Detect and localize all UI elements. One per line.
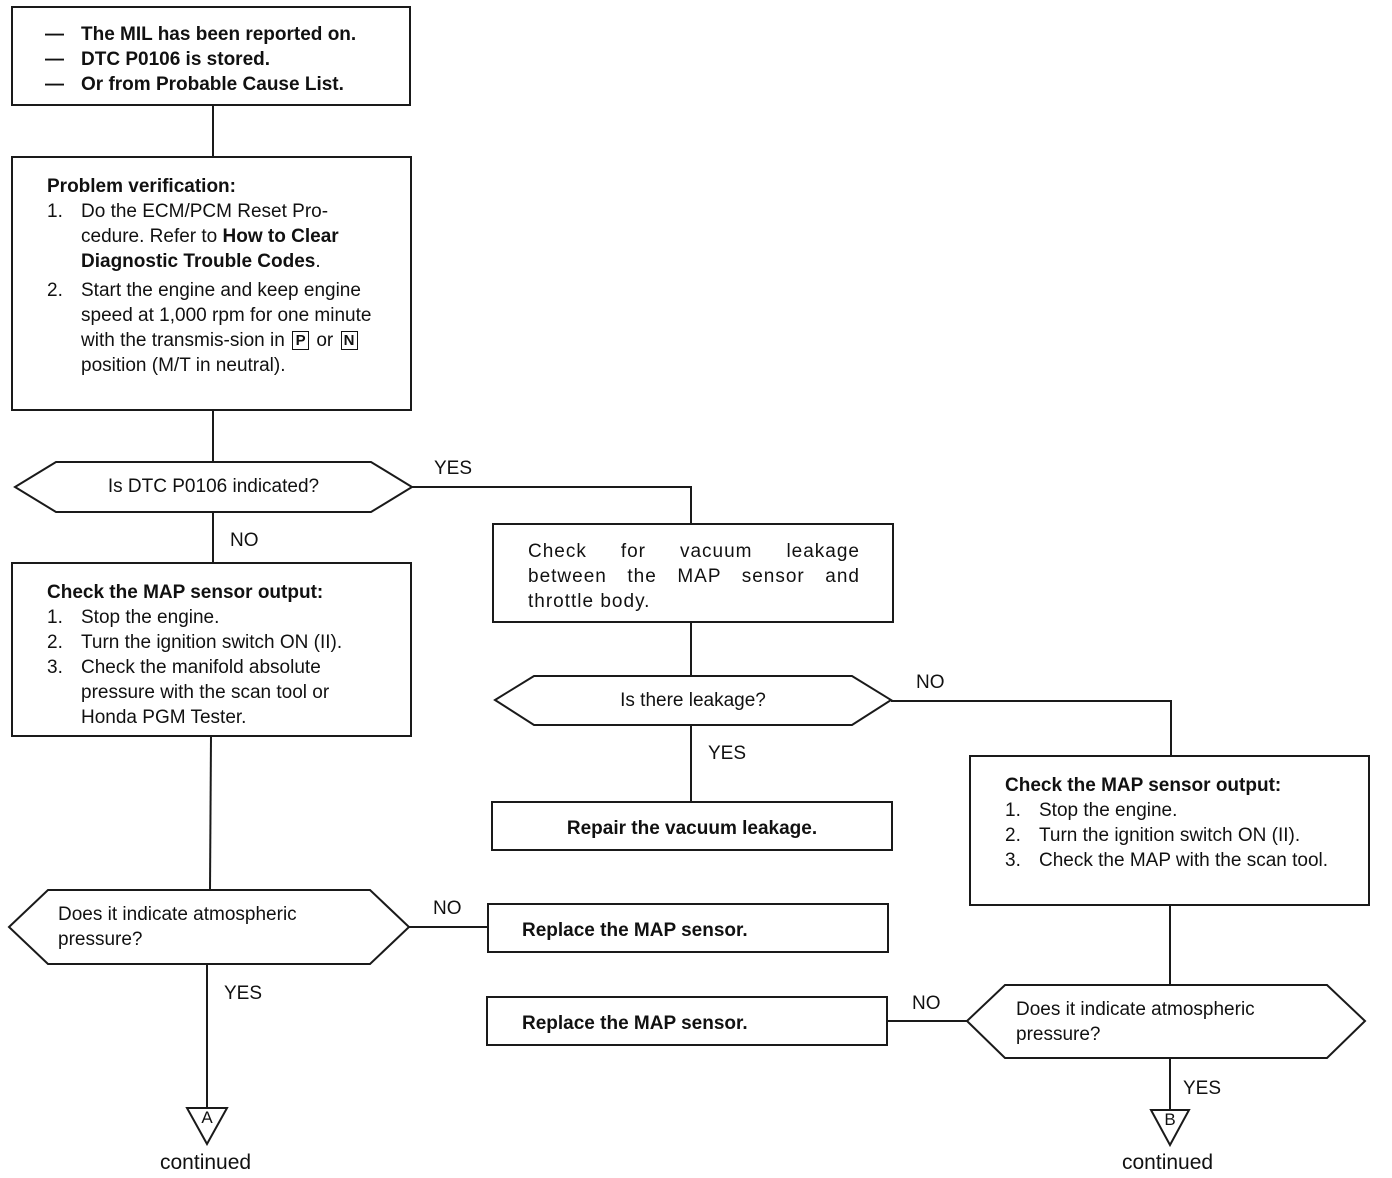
label-no-dtc: NO bbox=[230, 530, 259, 551]
map-right-step-1: 1. Stop the engine. bbox=[1005, 798, 1346, 823]
step-number: 3. bbox=[47, 657, 63, 678]
step-text: Turn the ignition switch ON (II). bbox=[1039, 825, 1301, 846]
start-line-1: The MIL has been reported on. bbox=[45, 22, 399, 47]
vacuum-check-box: Check for vacuum leakage between the MAP… bbox=[492, 523, 894, 623]
step-number: 2. bbox=[1005, 825, 1021, 846]
line-mapleft-to-atm bbox=[209, 735, 212, 891]
step-number: 1. bbox=[47, 201, 63, 222]
label-no-atm-left: NO bbox=[433, 898, 462, 919]
decision-shape bbox=[13, 461, 414, 513]
connector-b-letter: B bbox=[1164, 1110, 1176, 1129]
map-check-left-box: Check the MAP sensor output: 1. Stop the… bbox=[11, 562, 412, 737]
connector-a: A continued bbox=[160, 1106, 260, 1176]
verification-title: Problem verification: bbox=[47, 176, 236, 197]
connector-b-caption: continued bbox=[1122, 1151, 1214, 1174]
label-yes-dtc: YES bbox=[434, 458, 473, 479]
step-text: Check the manifold absolute pressure wit… bbox=[81, 657, 330, 728]
step-text: Stop the engine. bbox=[1039, 800, 1178, 821]
step-text: Do the ECM/PCM Reset Pro-cedure. Refer t… bbox=[81, 201, 329, 247]
decision-dtc-indicated: Is DTC P0106 indicated? bbox=[13, 461, 414, 513]
repair-text: Repair the vacuum leakage. bbox=[566, 818, 818, 839]
connector-a-triangle-icon bbox=[185, 1107, 229, 1146]
decision-text: Does it indicate atmospheric pressure? bbox=[58, 904, 297, 950]
verification-step-2: 2. Start the engine and keep engine spee… bbox=[47, 278, 388, 378]
map-check-left-title: Check the MAP sensor output: bbox=[47, 582, 324, 603]
decision-text: Is DTC P0106 indicated? bbox=[107, 476, 320, 497]
map-right-step-2: 2. Turn the ignition switch ON (II). bbox=[1005, 823, 1346, 848]
label-yes-atm-left: YES bbox=[224, 983, 263, 1004]
neutral-key-icon: N bbox=[340, 331, 358, 351]
decision-leakage: Is there leakage? bbox=[493, 675, 893, 726]
decision-text: Is there leakage? bbox=[620, 690, 766, 711]
map-check-right-title: Check the MAP sensor output: bbox=[1005, 775, 1282, 796]
decision-shape bbox=[7, 889, 411, 965]
problem-verification-box: Problem verification: 1. Do the ECM/PCM … bbox=[11, 156, 412, 411]
step-reference: How to Clear Diagnostic Trouble Codes bbox=[81, 226, 339, 272]
replace-text: Replace the MAP sensor. bbox=[522, 920, 748, 941]
decision-atmospheric-right: Does it indicate atmospheric pressure? bbox=[965, 984, 1367, 1059]
start-box: The MIL has been reported on. DTC P0106 … bbox=[11, 6, 411, 106]
step-text-or: or bbox=[311, 330, 339, 351]
step-number: 2. bbox=[47, 632, 63, 653]
replace-text: Replace the MAP sensor. bbox=[522, 1013, 748, 1034]
decision-shape bbox=[493, 675, 893, 726]
start-line-3: Or from Probable Cause List. bbox=[45, 72, 399, 97]
line-dtc-yes bbox=[412, 486, 692, 523]
step-number: 1. bbox=[47, 607, 63, 628]
park-key-icon: P bbox=[292, 331, 310, 351]
connector-b: B continued bbox=[1122, 1108, 1232, 1176]
label-yes-leak: YES bbox=[708, 743, 747, 764]
label-no-atm-right: NO bbox=[912, 993, 941, 1014]
step-number: 1. bbox=[1005, 800, 1021, 821]
step-text-end: position (M/T in neutral). bbox=[81, 355, 286, 376]
connector-b-triangle-icon bbox=[1149, 1109, 1191, 1148]
connector-a-letter: A bbox=[201, 1108, 213, 1127]
map-check-right-box: Check the MAP sensor output: 1. Stop the… bbox=[969, 755, 1370, 906]
decision-atmospheric-left: Does it indicate atmospheric pressure? bbox=[7, 889, 411, 965]
connector-a-caption: continued bbox=[160, 1151, 252, 1174]
decision-shape bbox=[965, 984, 1367, 1059]
label-no-leak: NO bbox=[916, 672, 945, 693]
start-line-2: DTC P0106 is stored. bbox=[45, 47, 399, 72]
replace-map-box-upper: Replace the MAP sensor. bbox=[487, 903, 889, 953]
vacuum-check-text: Check for vacuum leakage between the MAP… bbox=[528, 541, 860, 612]
step-text: Turn the ignition switch ON (II). bbox=[81, 632, 343, 653]
step-text: Check the MAP with the scan tool. bbox=[1039, 850, 1329, 871]
decision-text: Does it indicate atmospheric pressure? bbox=[1016, 999, 1255, 1045]
map-left-step-3: 3. Check the manifold absolute pressure … bbox=[47, 655, 388, 730]
label-yes-atm-right: YES bbox=[1183, 1078, 1222, 1099]
verification-step-1: 1. Do the ECM/PCM Reset Pro-cedure. Refe… bbox=[47, 199, 388, 274]
map-left-step-2: 2. Turn the ignition switch ON (II). bbox=[47, 630, 388, 655]
step-text: Stop the engine. bbox=[81, 607, 220, 628]
step-text-end: . bbox=[315, 251, 321, 272]
map-right-step-3: 3. Check the MAP with the scan tool. bbox=[1005, 848, 1346, 873]
step-text: Start the engine and keep engine speed a… bbox=[81, 280, 372, 351]
map-left-step-1: 1. Stop the engine. bbox=[47, 605, 388, 630]
repair-vacuum-box: Repair the vacuum leakage. bbox=[491, 801, 893, 851]
line-leak-no bbox=[891, 700, 1172, 756]
step-number: 2. bbox=[47, 280, 63, 301]
step-number: 3. bbox=[1005, 850, 1021, 871]
replace-map-box-lower: Replace the MAP sensor. bbox=[486, 996, 888, 1046]
